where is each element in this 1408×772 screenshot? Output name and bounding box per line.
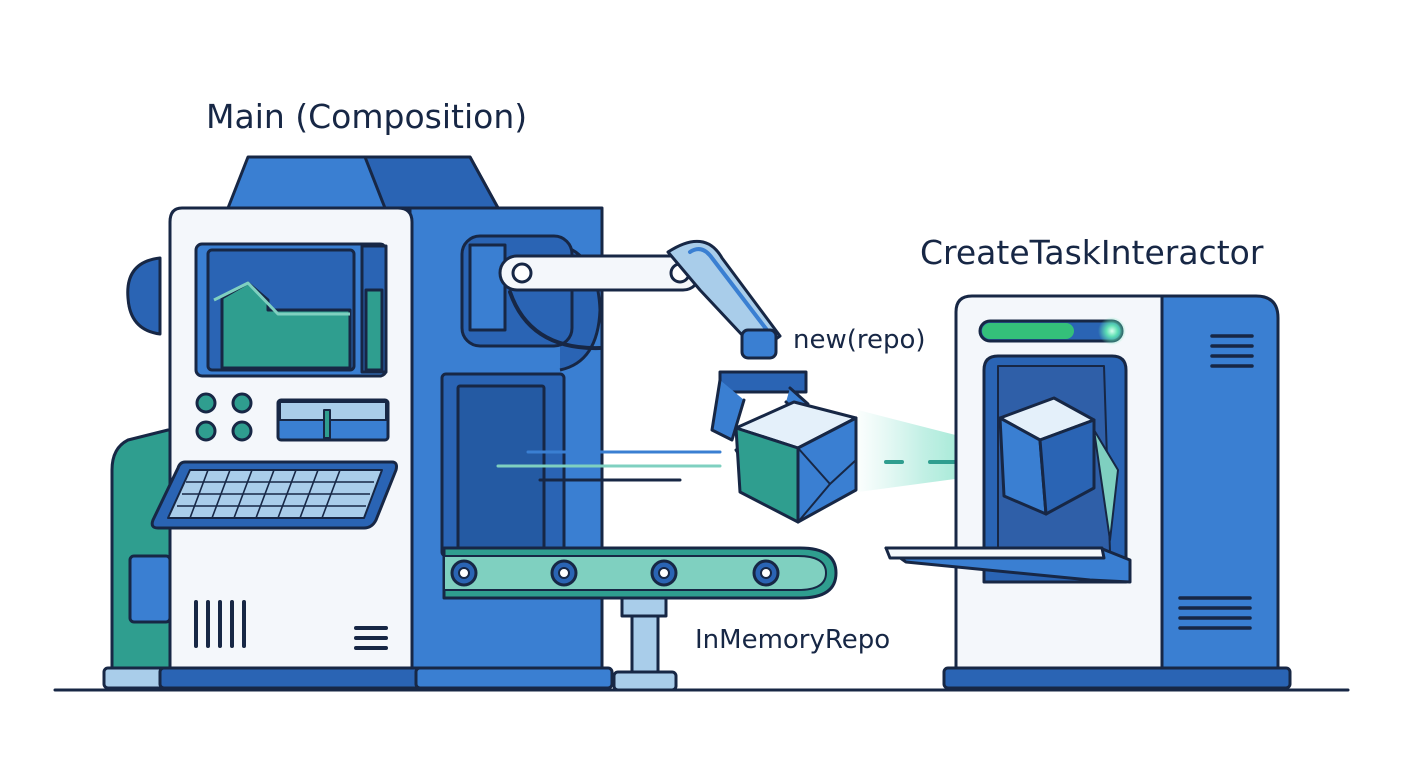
interactor-machine [886, 296, 1290, 688]
interactor-label: CreateTaskInteractor [920, 236, 1263, 269]
composition-machine [104, 157, 612, 688]
new-repo-call-label: new(repo) [793, 327, 926, 353]
in-memory-repo-label: InMemoryRepo [695, 627, 890, 653]
carried-cube [736, 402, 856, 522]
composition-label: Main (Composition) [206, 100, 527, 133]
